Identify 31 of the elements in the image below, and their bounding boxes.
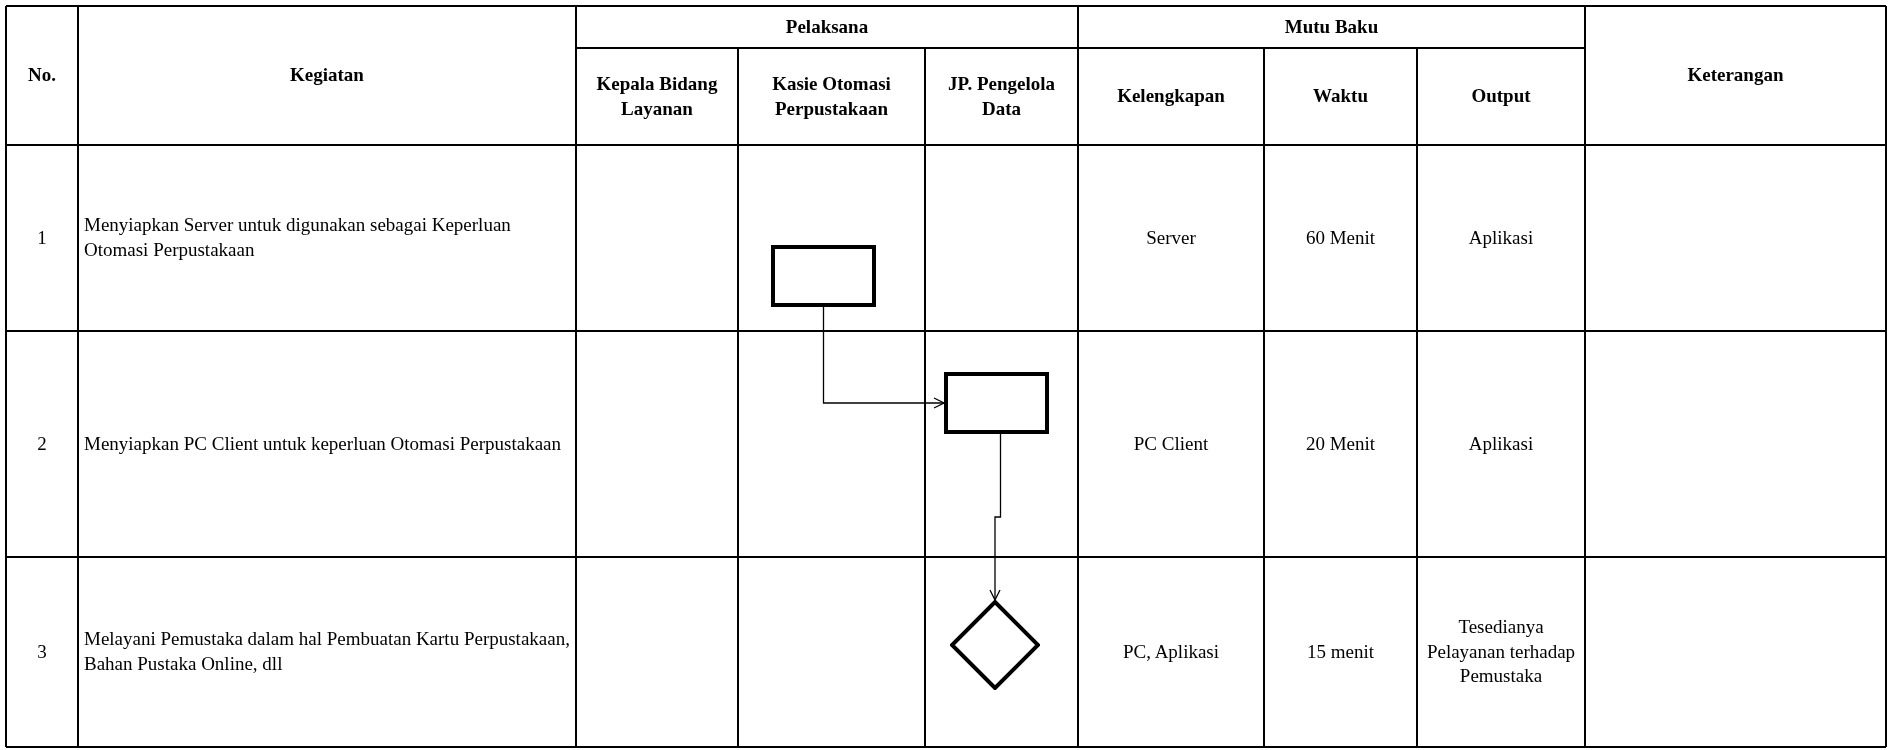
column-header: No.: [28, 63, 56, 88]
cell-text: Aplikasi: [1468, 431, 1534, 456]
process-box: [944, 372, 1049, 434]
column-header: Kepala Bidang Layanan: [595, 71, 719, 121]
process-box: [771, 245, 876, 307]
row-number: 2: [37, 431, 47, 456]
column-header: Kegiatan: [290, 63, 364, 88]
cell-text: 60 Menit: [1305, 225, 1376, 250]
activity-text: Menyiapkan PC Client untuk keperluan Otomasi Perpustakaan: [84, 431, 562, 456]
cell-text: 15 menit: [1307, 639, 1374, 664]
decision-diamond: [950, 600, 1040, 690]
column-header: Pelaksana: [785, 14, 869, 39]
column-header: Waktu: [1313, 84, 1368, 109]
cell-text: PC Client: [1133, 431, 1209, 456]
cell-text: Aplikasi: [1468, 225, 1534, 250]
cell-text: 20 Menit: [1305, 431, 1376, 456]
row-number: 1: [37, 225, 47, 250]
arrow: [989, 433, 1002, 601]
column-header: Mutu Baku: [1284, 14, 1379, 39]
arrow: [822, 306, 945, 409]
column-header: Kelengkapan: [1117, 84, 1225, 109]
activity-text: Menyiapkan Server untuk digunakan sebagai Keperluan Otomasi Perpustakaan: [84, 213, 512, 262]
row-number: 3: [37, 639, 47, 664]
activity-text: Melayani Pemustaka dalam hal Pembuatan Kartu Perpustakaan, Bahan Pustaka Online, dll: [84, 627, 570, 676]
column-header: JP. Pengelola Data: [947, 71, 1056, 121]
cell-text: Tesedianya Pelayanan terhadap Pemustaka: [1425, 614, 1577, 689]
cell-text: Server: [1146, 225, 1196, 250]
column-header: Output: [1471, 84, 1531, 109]
column-header: Kasie Otomasi Perpustakaan: [771, 71, 892, 121]
cell-text: PC, Aplikasi: [1122, 639, 1220, 664]
column-header: Keterangan: [1687, 63, 1784, 88]
